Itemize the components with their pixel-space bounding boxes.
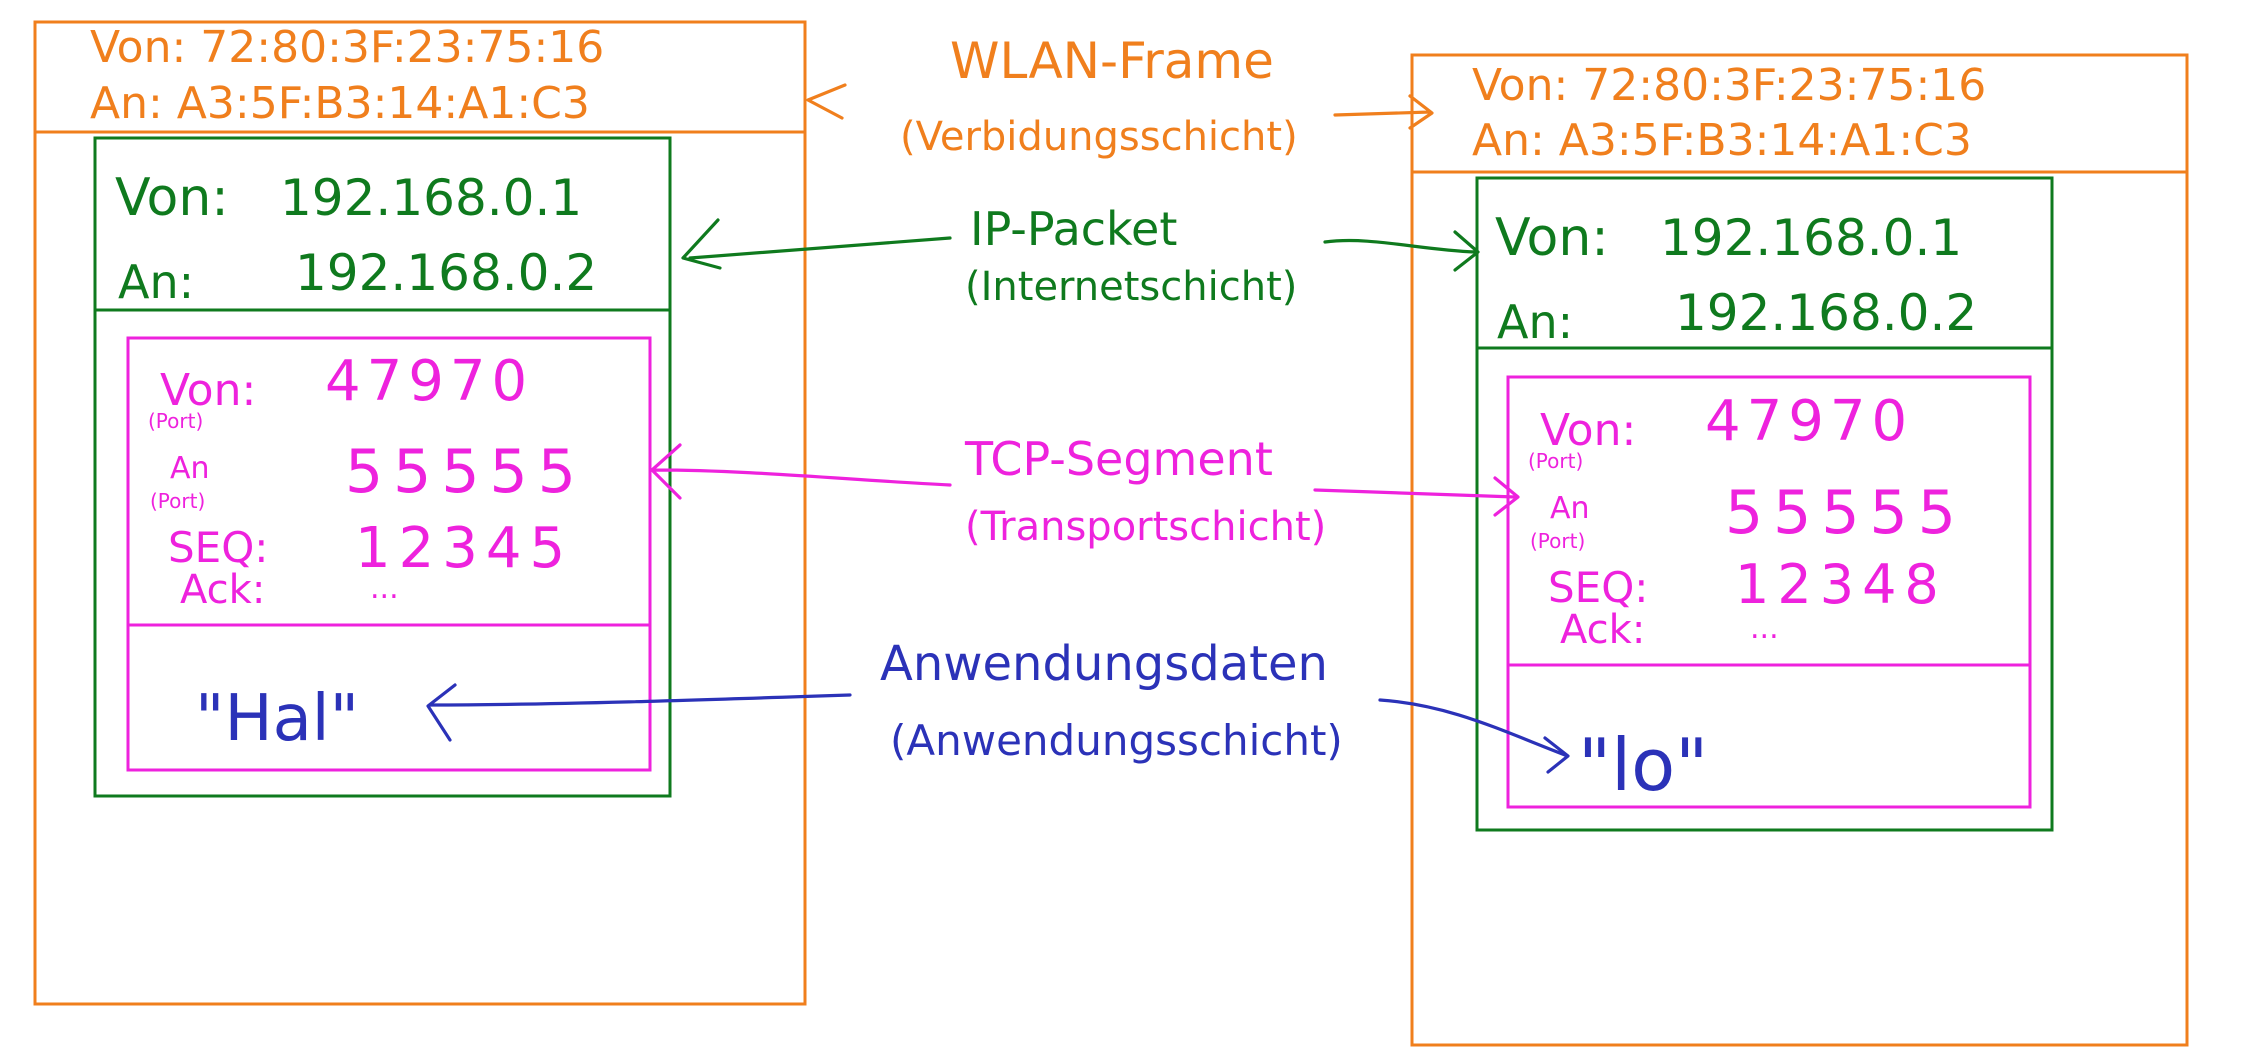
left-ip-to: 192.168.0.2 xyxy=(295,244,597,302)
right-seq-label: SEQ: xyxy=(1548,563,1648,612)
left-mac-to: An: A3:5F:B3:14:A1:C3 xyxy=(90,78,590,129)
right-port-to: 55555 xyxy=(1725,478,1966,548)
right-port-from: 47970 xyxy=(1705,389,1913,454)
ip-packet-title: IP-Packet xyxy=(970,202,1177,256)
left-wlan-frame-box xyxy=(33,20,807,1006)
left-ip-to-label: An: xyxy=(118,255,194,309)
left-seq: 12345 xyxy=(355,516,573,581)
right-wlan-frame-box xyxy=(1410,53,2189,1047)
left-tcp-segment-box xyxy=(126,336,652,772)
left-port-to-label: An xyxy=(170,451,210,486)
app-data-subtitle: (Anwendungsschicht) xyxy=(890,716,1343,765)
tcp-arrow-right xyxy=(1313,476,1520,517)
right-seq: 12348 xyxy=(1735,553,1947,616)
right-tcp-segment-box xyxy=(1506,375,2032,809)
tcp-arrow-left xyxy=(650,443,952,500)
wlan-frame-subtitle: (Verbidungsschicht) xyxy=(900,114,1298,160)
right-mac-to: An: A3:5F:B3:14:A1:C3 xyxy=(1472,115,1972,166)
layer-labels: WLAN-Frame (Verbidungsschicht) IP-Packet… xyxy=(880,32,1343,765)
right-ack-label: Ack: xyxy=(1560,607,1645,653)
left-ip-from: 192.168.0.1 xyxy=(280,169,582,227)
right-ip-to: 192.168.0.2 xyxy=(1675,284,1977,342)
right-ip-to-label: An: xyxy=(1497,295,1573,349)
left-ip-from-label: Von: xyxy=(115,168,229,228)
wlan-frame-title: WLAN-Frame xyxy=(950,32,1274,90)
right-payload: "lo" xyxy=(1578,723,1708,807)
right-ip-from-label: Von: xyxy=(1495,208,1609,268)
app-data-title: Anwendungsdaten xyxy=(880,636,1328,692)
left-seq-label: SEQ: xyxy=(168,523,268,572)
left-port-from-sub: (Port) xyxy=(148,409,203,433)
app-arrow-right xyxy=(1378,698,1570,774)
ip-arrow-left xyxy=(681,218,952,270)
right-port-from-label: Von: xyxy=(1540,405,1636,456)
left-mac-from: Von: 72:80:3F:23:75:16 xyxy=(90,22,604,73)
right-port-to-sub: (Port) xyxy=(1530,529,1585,553)
right-ip-from: 192.168.0.1 xyxy=(1660,209,1962,267)
right-mac-from: Von: 72:80:3F:23:75:16 xyxy=(1472,60,1986,111)
app-arrow-left xyxy=(426,683,852,742)
right-port-to-label: An xyxy=(1550,491,1590,526)
left-payload: "Hal" xyxy=(195,682,359,756)
left-ack-label: Ack: xyxy=(180,567,265,613)
left-ip-packet-box xyxy=(93,136,672,798)
left-port-to: 55555 xyxy=(345,437,586,507)
left-ack: ... xyxy=(370,571,399,606)
tcp-segment-title: TCP-Segment xyxy=(964,432,1273,486)
arrows xyxy=(426,83,1570,774)
ip-packet-subtitle: (Internetschicht) xyxy=(965,264,1297,310)
right-ip-packet-box xyxy=(1475,176,2054,832)
tcp-segment-subtitle: (Transportschicht) xyxy=(965,504,1326,550)
right-port-from-sub: (Port) xyxy=(1528,449,1583,473)
left-port-to-sub: (Port) xyxy=(150,489,205,513)
right-packet: Von: 72:80:3F:23:75:16 An: A3:5F:B3:14:A… xyxy=(1410,53,2189,1047)
ip-arrow-right xyxy=(1323,230,1480,272)
left-packet: Von: 72:80:3F:23:75:16 An: A3:5F:B3:14:A… xyxy=(33,20,807,1006)
left-port-from-label: Von: xyxy=(160,365,256,416)
wlan-arrow-left xyxy=(806,83,847,120)
wlan-arrow-right xyxy=(1333,94,1434,130)
right-ack: ... xyxy=(1750,611,1779,646)
left-port-from: 47970 xyxy=(325,349,533,414)
